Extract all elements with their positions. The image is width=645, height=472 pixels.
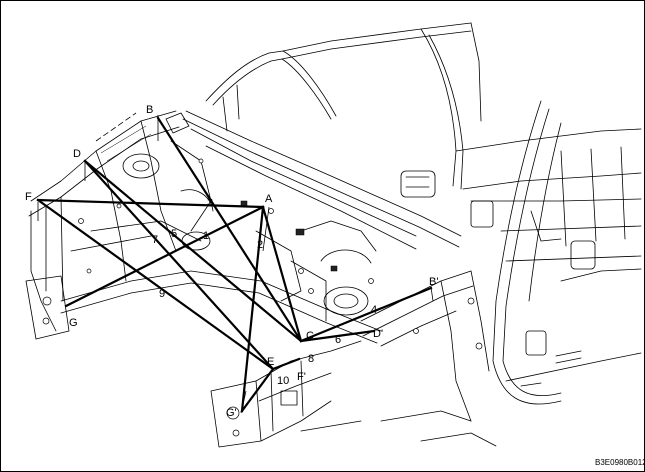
dimension-line-g-a — [64, 205, 265, 308]
label-leaders — [37, 115, 434, 414]
label-D-prime: D' — [373, 328, 383, 340]
figure-code: B3E0980B012 — [595, 458, 644, 467]
label-G: G — [69, 317, 78, 329]
dimension-number-6: 6 — [335, 334, 341, 346]
dimension-numbers: 1 2 3 4 5 6 7 8 9 10 — [152, 197, 377, 387]
dimension-line-4 — [299, 286, 433, 343]
vehicle-body-sketch — [25, 22, 642, 448]
label-B-prime: B' — [429, 276, 438, 288]
label-G-prime: G' — [226, 407, 237, 419]
dimension-lines — [36, 116, 433, 413]
label-B: B — [146, 104, 153, 116]
label-E: E — [267, 356, 274, 368]
label-A: A — [265, 193, 273, 205]
dimension-line-a-c — [261, 205, 303, 343]
dimension-number-9: 9 — [159, 288, 165, 300]
dimension-line-10 — [240, 367, 275, 413]
label-F-prime: F' — [297, 371, 306, 383]
label-D: D — [73, 148, 81, 160]
dimension-line-1 — [36, 198, 265, 209]
dimension-line-8 — [271, 357, 301, 371]
dimension-number-10: 10 — [277, 375, 289, 387]
dimension-number-5: 5 — [171, 228, 177, 240]
dimension-number-7: 7 — [152, 234, 158, 246]
label-C: C — [306, 330, 314, 342]
dimension-number-3: 3 — [207, 197, 213, 209]
point-labels: A B C D E F G B' D' F' G' — [25, 104, 438, 419]
label-F: F — [25, 191, 32, 203]
dimension-number-8: 8 — [308, 353, 314, 365]
dimension-number-4: 4 — [371, 304, 377, 316]
dimension-number-2: 2 — [257, 239, 263, 251]
dimension-number-1: 1 — [203, 230, 209, 242]
dimension-line-3 — [156, 116, 303, 343]
dimension-line-2 — [240, 205, 265, 413]
dimension-line-7 — [83, 159, 275, 371]
dimension-line-6 — [299, 329, 376, 343]
dimension-line-5 — [83, 159, 303, 343]
dimension-line-9 — [36, 198, 275, 371]
